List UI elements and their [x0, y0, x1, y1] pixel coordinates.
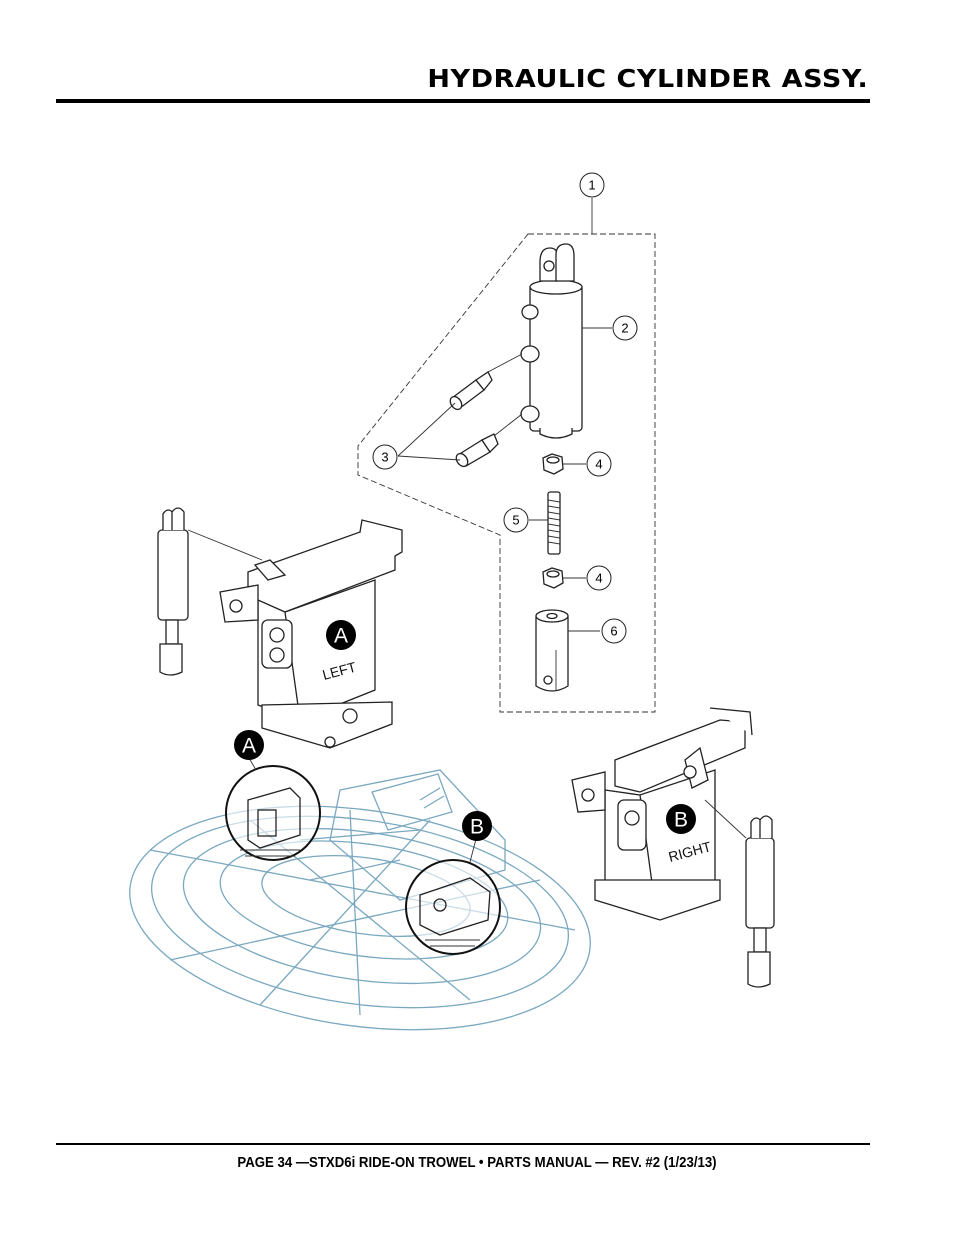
threaded-stud: [547, 491, 561, 555]
detail-circle-b: [405, 859, 501, 955]
callout-2-label: 2: [621, 321, 628, 336]
clevis-part: [535, 609, 569, 692]
callout-4-lower: 4: [586, 565, 612, 591]
detail-a-leader: [248, 757, 257, 771]
left-badge-a-label: A: [334, 625, 348, 648]
detail-b-leader: [469, 838, 477, 863]
header-rule: [56, 99, 870, 103]
footer-rule: [56, 1143, 870, 1145]
leader-lines: [397, 198, 612, 632]
callout-6-label: 6: [610, 624, 617, 639]
main-badge-b-label: B: [470, 816, 484, 839]
hydraulic-cylinder-part: [520, 243, 583, 439]
main-badge-b: B: [462, 811, 492, 841]
exploded-view-boundary: [357, 233, 656, 713]
left-gearbox-assembly: [219, 519, 403, 749]
trowel-overview: [129, 769, 591, 1031]
hydraulic-fitting-lower: [455, 433, 499, 468]
right-badge-b: B: [666, 804, 696, 834]
callout-1: 1: [579, 172, 605, 198]
callout-3: 3: [372, 444, 398, 470]
main-badge-a: A: [234, 730, 264, 760]
right-gearbox-assembly: [571, 707, 753, 921]
main-badge-a-label: A: [242, 735, 256, 758]
left-badge-a: A: [326, 620, 356, 650]
right-badge-b-label: B: [674, 809, 688, 832]
hex-nut-upper: [542, 453, 564, 475]
callout-5-label: 5: [512, 513, 519, 528]
callout-4-lower-label: 4: [595, 571, 602, 586]
callout-6: 6: [601, 618, 627, 644]
page-footer: PAGE 34 —STXD6i RIDE-ON TROWEL • PARTS M…: [237, 1154, 717, 1171]
left-cylinder-mini: [157, 507, 263, 676]
callout-5: 5: [503, 507, 529, 533]
callout-1-label: 1: [588, 178, 595, 193]
callout-4-upper: 4: [586, 451, 612, 477]
hydraulic-fitting-upper: [449, 371, 493, 411]
page-title: HYDRAULIC CYLINDER ASSY.: [427, 64, 868, 93]
hex-nut-lower: [542, 567, 564, 589]
detail-circle-a: [225, 765, 321, 861]
right-cylinder-mini: [704, 799, 775, 988]
callout-4-upper-label: 4: [595, 457, 602, 472]
callout-2: 2: [612, 315, 638, 341]
callout-3-label: 3: [381, 450, 388, 465]
